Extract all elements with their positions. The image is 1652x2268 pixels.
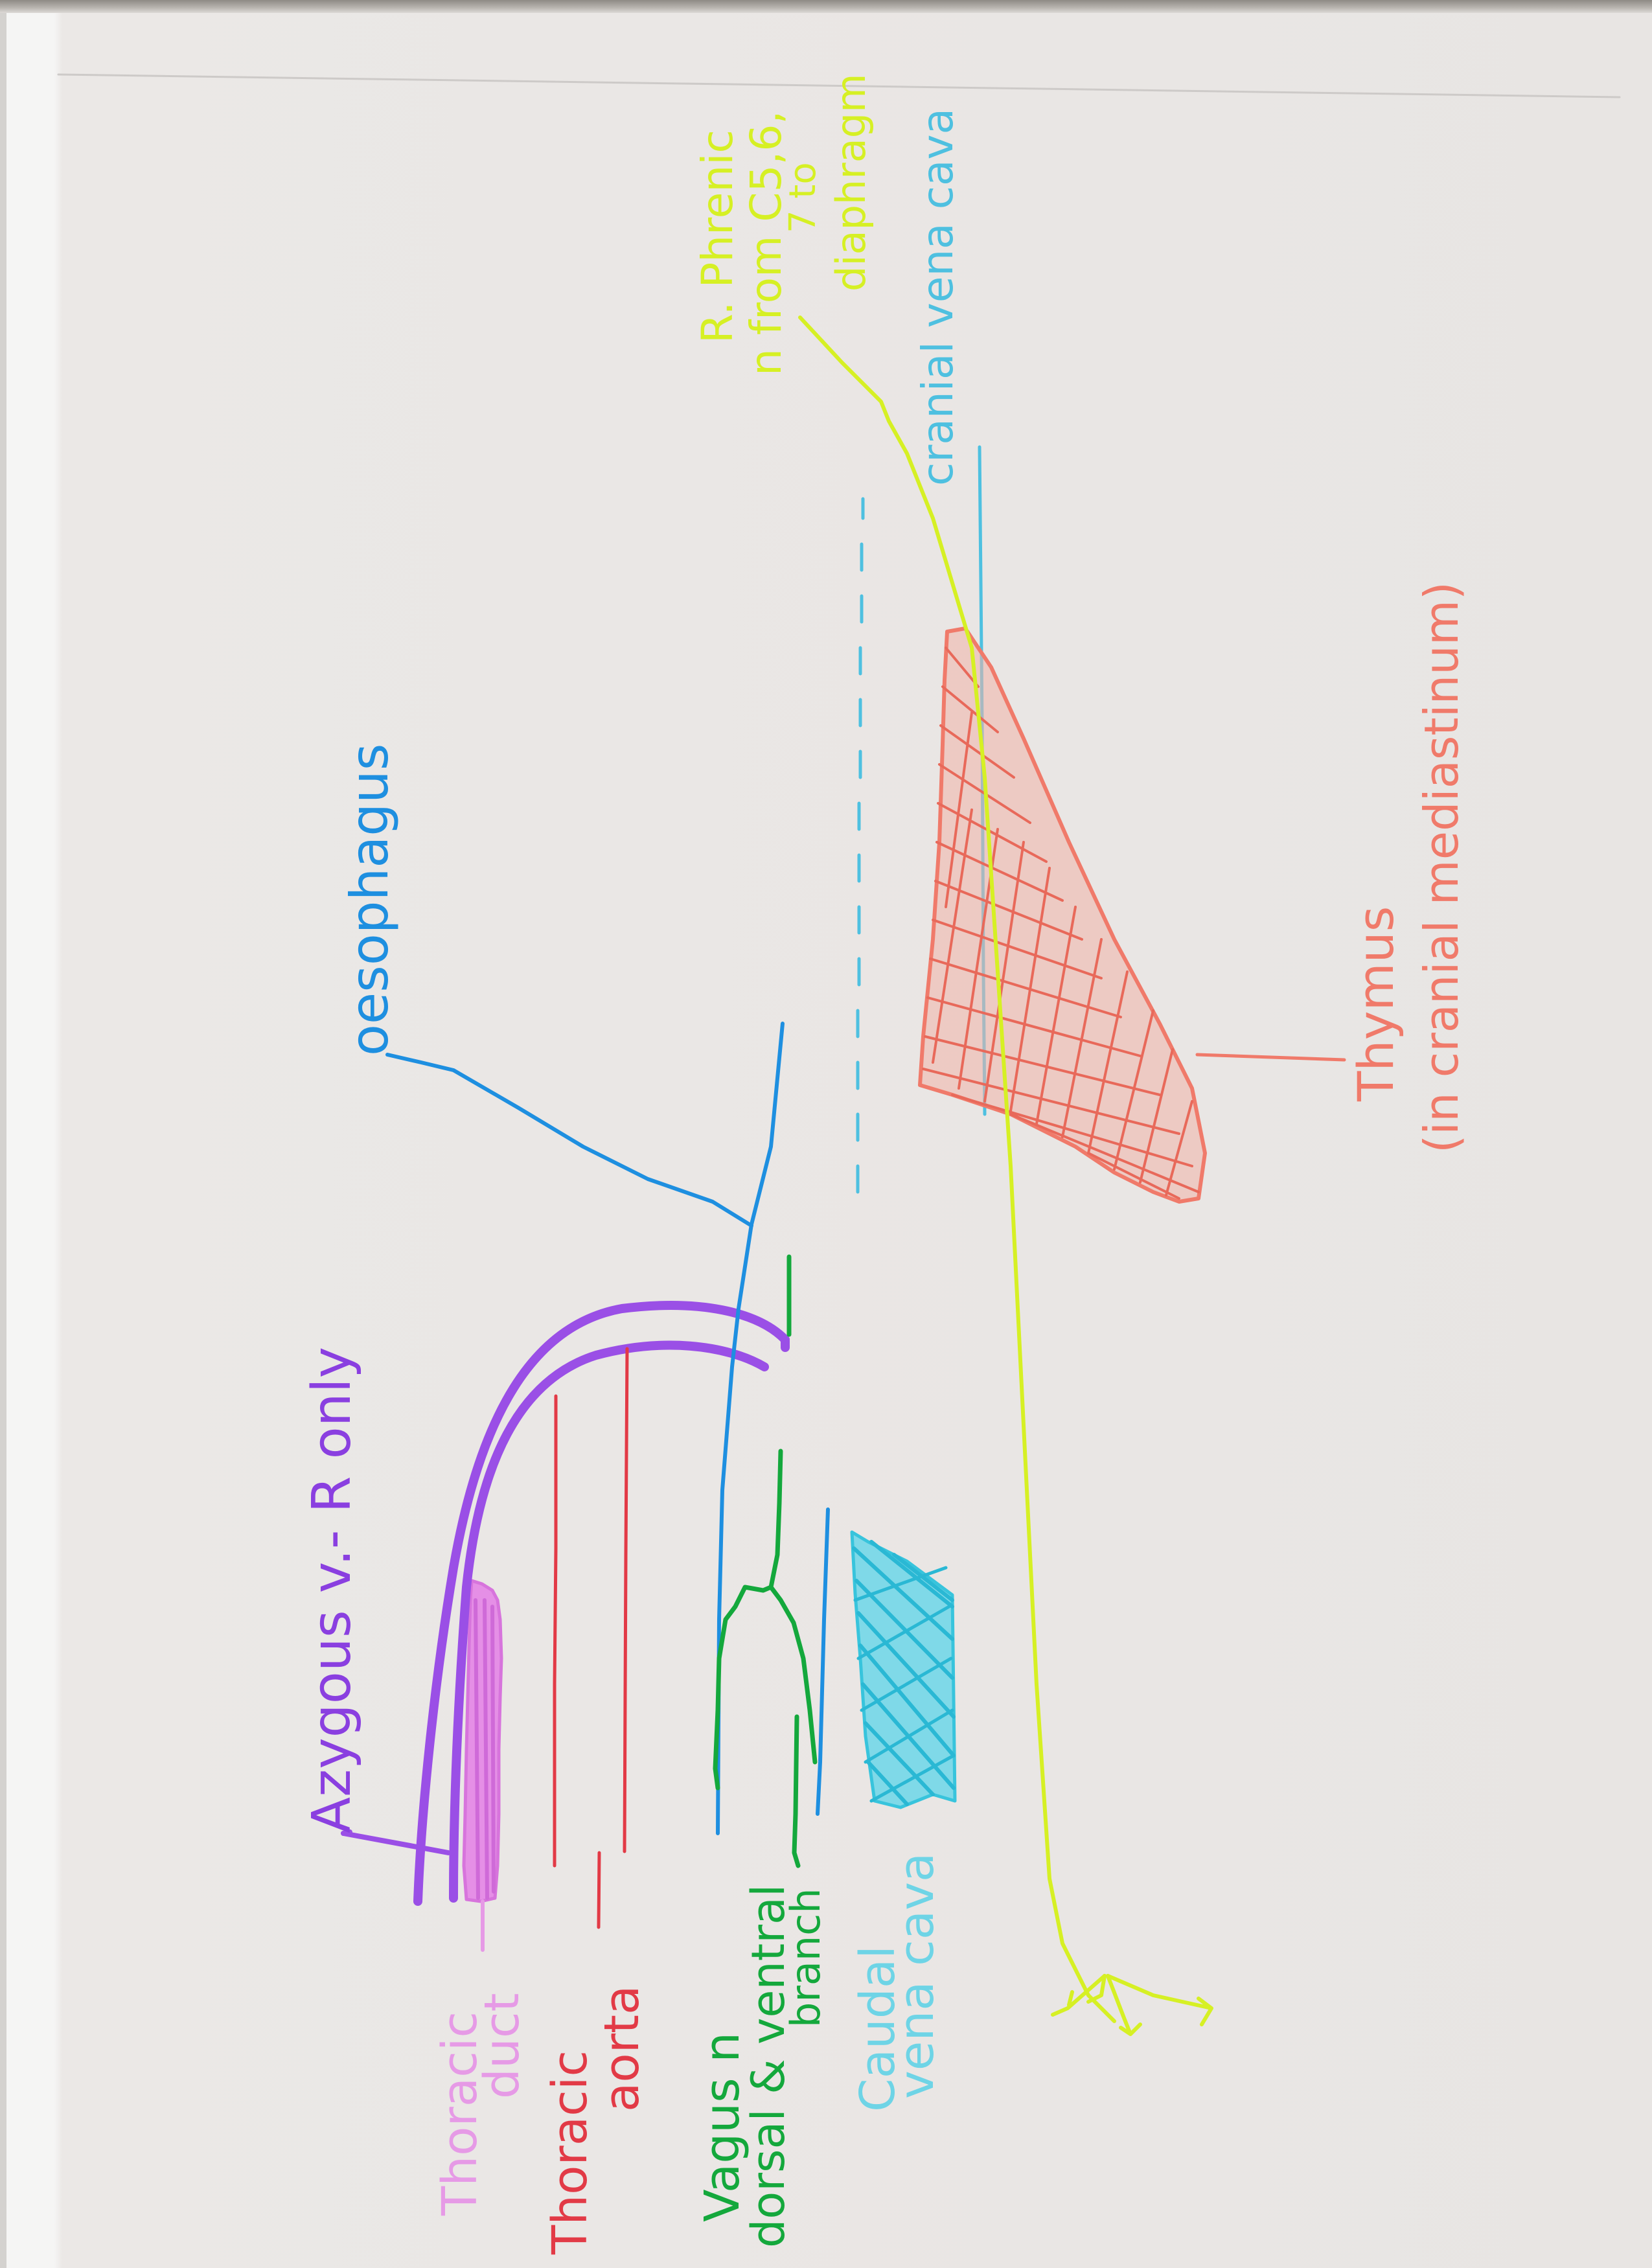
label-thoracic-duct-line1: Thoracic bbox=[432, 2011, 488, 2216]
label-caudal-vena-cava: Caudal vena cava bbox=[850, 1853, 945, 2112]
label-thoracic-aorta-line1: Thoracic bbox=[542, 2050, 598, 2255]
caudal-vena-cava bbox=[850, 1530, 957, 1809]
label-thoracic-duct: Thoracic duct bbox=[432, 1993, 530, 2216]
azygous-vein bbox=[341, 1301, 790, 1906]
thoracic-duct bbox=[462, 1579, 503, 1952]
label-phrenic-line1: R. Phrenic bbox=[693, 130, 742, 343]
pencil-guideline bbox=[57, 73, 1621, 98]
label-thoracic-aorta-line2: aorta bbox=[594, 1986, 650, 2112]
label-vagus: Vagus n dorsal & ventral branch bbox=[694, 1884, 829, 2248]
thoracic-aorta bbox=[553, 1347, 629, 1929]
oesophagus bbox=[385, 1022, 830, 1835]
thymus bbox=[918, 626, 1346, 1204]
vagus-nerve bbox=[713, 1254, 818, 1868]
label-phrenic-line4: diaphragm bbox=[827, 74, 875, 292]
paper-left-edge bbox=[0, 13, 6, 2268]
label-vagus-line3: branch bbox=[782, 1888, 829, 2028]
label-oesophagus: oesophagus bbox=[339, 744, 400, 1056]
label-thymus-line2: (in cranial mediastinum) bbox=[1414, 582, 1469, 1153]
label-phrenic-line2: n from C5,6, bbox=[741, 111, 791, 376]
label-phrenic: R. Phrenic n from C5,6, 7 to diaphragm bbox=[693, 74, 875, 376]
label-phrenic-line3: 7 to bbox=[782, 162, 824, 233]
label-thymus: Thymus (in cranial mediastinum) bbox=[1347, 582, 1469, 1153]
phrenic-nerve bbox=[798, 315, 1213, 2036]
label-thymus-line1: Thymus bbox=[1347, 906, 1405, 1102]
label-thoracic-aorta: Thoracic aorta bbox=[542, 1986, 650, 2255]
label-thoracic-duct-line2: duct bbox=[474, 1993, 530, 2099]
label-caudal-vena-cava-line1: Caudal bbox=[850, 1945, 906, 2112]
label-caudal-vena-cava-line2: vena cava bbox=[889, 1853, 945, 2099]
label-vagus-line2: dorsal & ventral bbox=[742, 1884, 795, 2248]
label-azygous: Azygous v.- R only bbox=[301, 1347, 363, 1833]
scan-top-edge bbox=[0, 0, 1652, 13]
label-vagus-line1: Vagus n bbox=[694, 2032, 750, 2222]
label-cranial-vena-cava: cranial vena cava bbox=[913, 108, 963, 486]
